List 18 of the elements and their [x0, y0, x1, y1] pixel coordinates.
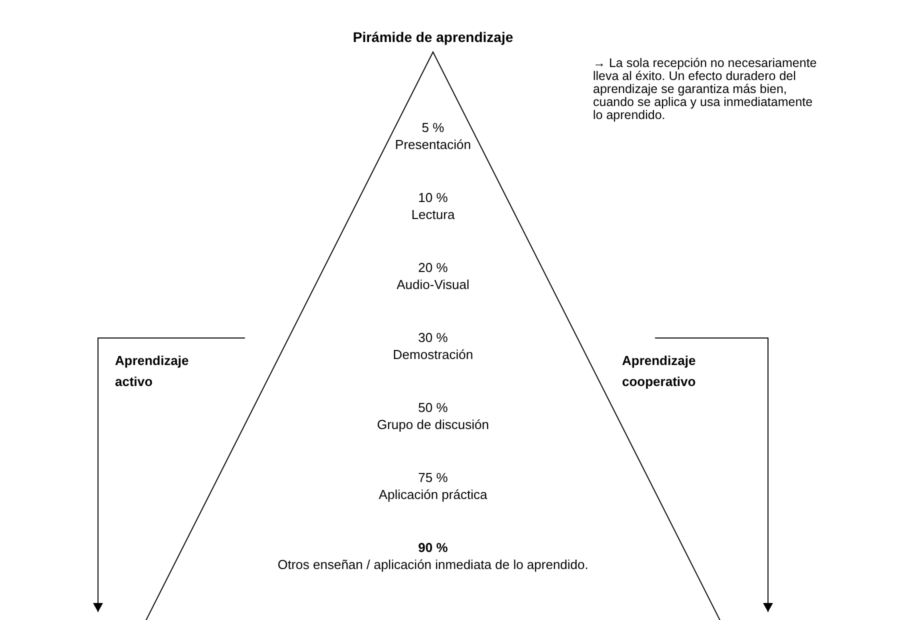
title: Pirámide de aprendizaje	[352, 30, 514, 45]
level-label: Grupo de discusión	[377, 417, 489, 432]
side-label: Aprendizaje activo	[115, 352, 190, 391]
percentage-label: 10 %	[418, 190, 448, 205]
note-text: → La sola recepción no necesariamente lleva al éxito. Un efecto duradero del aprendizaje se garantiza más bien, cuando se aplica y usa inmediatamente lo aprendido.	[593, 57, 818, 122]
level-label: Lectura	[411, 207, 455, 222]
percentage-label: 20 %	[418, 260, 448, 275]
percentage-label: 75 %	[418, 470, 448, 485]
percentage-label: 50 %	[418, 400, 448, 415]
level-label: Audio-Visual	[396, 277, 470, 292]
level-label: Presentación	[395, 137, 471, 152]
level-label: Aplicación práctica	[378, 487, 488, 502]
level-label: Demostración	[392, 347, 474, 362]
level-label: Otros enseñan / aplicación inmediata de lo aprendido.	[276, 557, 590, 572]
percentage-label: 30 %	[418, 330, 448, 345]
percentage-label: 5 %	[422, 120, 444, 135]
percentage-label: 90 %	[418, 540, 448, 555]
side-label: Aprendizaje cooperativo	[622, 352, 697, 391]
